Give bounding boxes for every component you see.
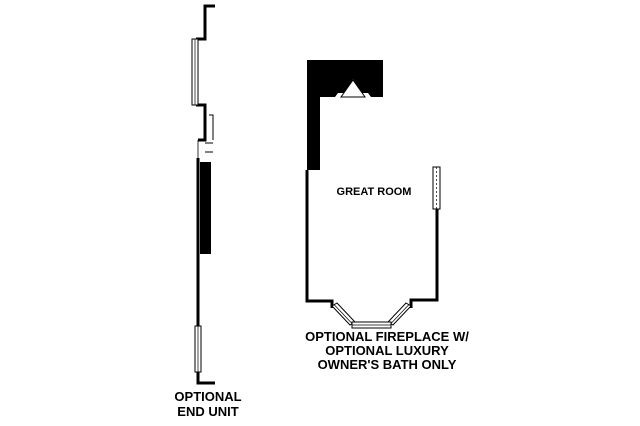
fireplace-note-line-3: OWNER'S BATH ONLY <box>317 357 457 372</box>
end-unit-wall-plan <box>196 4 215 385</box>
great-room-label: GREAT ROOM <box>336 186 412 198</box>
great-room-window-right <box>432 166 441 210</box>
end-unit-solid-wall <box>200 162 211 254</box>
end-unit-bottom-wall <box>196 372 215 385</box>
end-unit-note-line-2: END UNIT <box>177 404 239 419</box>
end-unit-door-opening <box>197 114 214 158</box>
end-unit-note-line-1: OPTIONAL <box>174 389 242 404</box>
great-room-walls <box>305 60 439 308</box>
end-unit-middle-wall <box>196 103 207 142</box>
end-unit-top-wall <box>196 4 215 41</box>
fireplace-note-line-2: OPTIONAL LUXURY <box>325 343 449 358</box>
fireplace-option-note: OPTIONAL FIREPLACE W/ OPTIONAL LUXURY OW… <box>292 330 482 372</box>
end-unit-window-upper <box>191 38 199 106</box>
end-unit-window-lower <box>194 325 202 373</box>
end-unit-note: OPTIONAL END UNIT <box>166 389 250 419</box>
bay-window <box>331 302 412 329</box>
fireplace-block <box>307 60 383 170</box>
fireplace-note-line-1: OPTIONAL FIREPLACE W/ <box>305 329 469 344</box>
fireplace-hearth <box>340 79 366 98</box>
